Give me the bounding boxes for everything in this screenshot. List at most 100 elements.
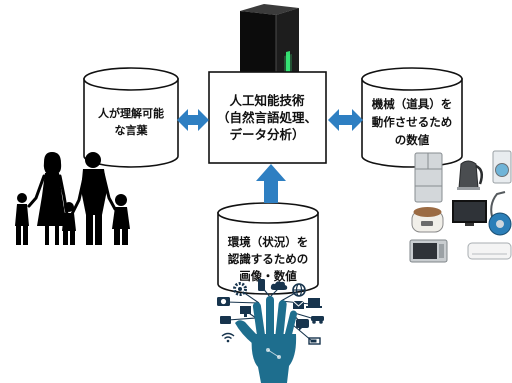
gear-icon — [233, 282, 247, 296]
hand-silhouette — [235, 296, 298, 383]
microwave-window — [413, 243, 437, 259]
vacuum-cleaner-icon — [488, 191, 512, 236]
monitor-screen — [240, 306, 251, 314]
center-box-line-1: 人工知能技術 — [229, 93, 305, 108]
car-icon — [311, 316, 324, 324]
hand-tree-icon — [217, 279, 324, 383]
cylinder-body — [83, 78, 179, 168]
laptop-base — [306, 306, 322, 308]
globe-icon — [292, 283, 306, 297]
family-arms — [27, 171, 117, 216]
child-leg — [23, 225, 28, 245]
hand-index-finger — [252, 302, 266, 340]
machine-values-cylinder: 機械（道具）を 動作させるため の数値 — [361, 67, 463, 168]
man-silhouette — [81, 152, 107, 245]
center-box-line-2: （自然言語処理、 — [217, 110, 317, 125]
woman-head — [45, 157, 59, 171]
cylinder-top — [217, 202, 319, 224]
hand-circuit-line — [267, 349, 280, 358]
hand-ring-finger — [275, 300, 287, 340]
kettle-body — [458, 160, 479, 189]
child-body — [112, 207, 130, 229]
kettle-icon — [457, 160, 484, 190]
chat-bubble-icon — [296, 319, 309, 331]
rice-cooker-lid — [413, 207, 442, 217]
car-wheel — [319, 320, 323, 324]
monitor-icon — [240, 306, 251, 317]
environment-data-line-3: 画像・数値 — [239, 269, 297, 283]
camera-lens — [220, 298, 227, 305]
man-head — [85, 152, 101, 168]
child-leg — [122, 228, 128, 245]
man-leg — [95, 213, 102, 245]
refrigerator-icon — [414, 152, 443, 203]
human-language-line-2: な言葉 — [115, 123, 149, 137]
child-silhouette-middle — [62, 202, 76, 245]
center-box-line-3: データ分析） — [229, 127, 304, 142]
cylinder-body — [217, 212, 319, 295]
phone-icon — [258, 279, 265, 291]
envelope-flap — [292, 300, 305, 307]
envelope-body — [293, 301, 304, 309]
washer-door — [495, 163, 509, 177]
battery-level — [310, 339, 317, 343]
server-top — [240, 4, 299, 15]
woman-leg — [45, 225, 49, 245]
woman-silhouette — [37, 152, 67, 245]
microwave-icon — [409, 239, 448, 263]
kettle-handle — [475, 164, 484, 185]
machine-values-line-1: 機械（道具）を — [372, 97, 453, 111]
battery-body — [308, 337, 321, 345]
tv-icon — [452, 200, 487, 226]
cloud-icon — [270, 281, 288, 290]
car-wheel — [312, 320, 316, 324]
machine-values-line-3: の数値 — [395, 133, 430, 147]
wifi-waves — [221, 332, 235, 340]
up-arrow — [256, 164, 286, 203]
rice-cooker-icon — [411, 207, 444, 233]
microwave-panel — [439, 244, 444, 258]
machine-values-line-2: 動作させるため — [372, 115, 453, 129]
double-arrow-left — [177, 109, 209, 131]
child-body — [62, 213, 76, 231]
appliances-icon-group — [409, 150, 512, 263]
hand-little-finger — [283, 310, 298, 342]
gear-hub — [238, 287, 242, 291]
printer-icon — [220, 316, 231, 324]
man-leg — [86, 213, 93, 245]
tv-stand — [465, 223, 474, 226]
environment-data-line-1: 環境（状況）を — [228, 235, 309, 249]
laptop-icon — [306, 298, 322, 308]
hand-palm — [251, 334, 297, 383]
double-arrow-right — [328, 109, 363, 131]
environment-data-line-2: 認識するための — [228, 252, 309, 266]
kettle-base — [457, 187, 480, 190]
battery-icon — [308, 337, 321, 345]
air-conditioner-body — [467, 242, 512, 260]
cylinder-top — [83, 67, 179, 91]
human-language-line-1: 人が理解可能 — [98, 106, 164, 120]
cylinder-top — [361, 67, 463, 91]
envelope-icon — [292, 300, 305, 309]
child-head — [64, 202, 74, 212]
rice-cooker-panel — [421, 221, 433, 226]
family-silhouette-icon — [15, 152, 130, 245]
globe-meridian — [295, 283, 303, 297]
man-torso — [81, 169, 107, 215]
washing-machine-icon — [492, 150, 512, 184]
air-conditioner-icon — [467, 242, 512, 260]
child-leg — [114, 228, 120, 245]
child-leg — [63, 230, 68, 245]
tech-icons-cluster — [217, 279, 324, 345]
camera-icon — [217, 297, 230, 306]
wifi-dot — [226, 339, 230, 343]
human-language-cylinder: 人が理解可能 な言葉 — [83, 67, 179, 168]
child-leg — [70, 230, 75, 245]
child-silhouette-right — [112, 194, 130, 245]
woman-dress — [37, 173, 67, 226]
child-body — [15, 204, 29, 226]
child-head — [115, 194, 127, 206]
woman-leg — [55, 225, 59, 245]
hand-thumb — [235, 320, 259, 344]
